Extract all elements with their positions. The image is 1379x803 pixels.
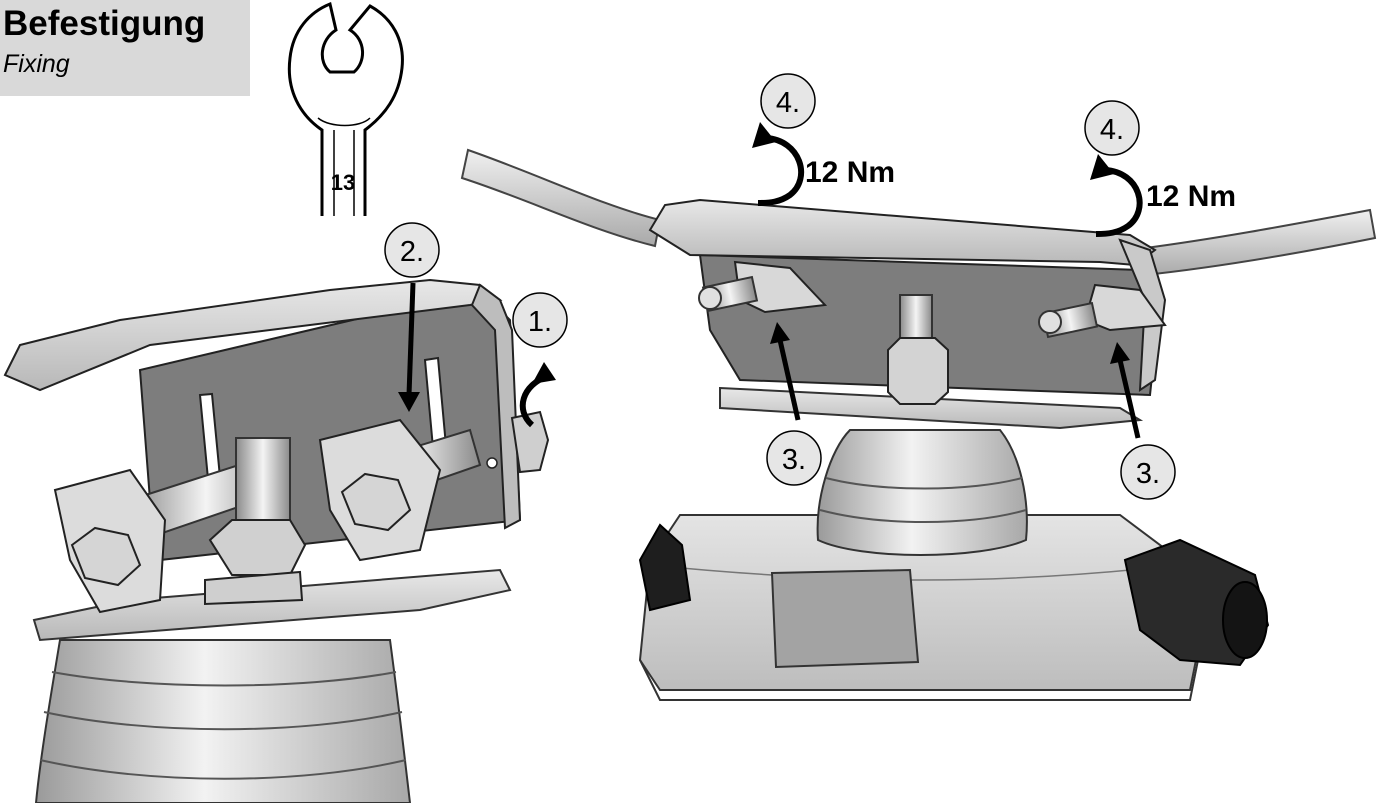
down-arrow-icon (398, 282, 420, 412)
up-arrow-icon (770, 322, 801, 421)
page-title: Befestigung (3, 4, 206, 43)
left-assembly (3, 278, 550, 803)
step-callout-4-left: 4. (760, 73, 816, 129)
step-2-label: 2. (400, 236, 424, 268)
step-callout-4-right: 4. (1084, 100, 1140, 156)
step-3-left-label: 3. (782, 444, 806, 476)
torque-label-left: 12 Nm (805, 156, 895, 189)
page-subtitle: Fixing (3, 50, 70, 78)
step-3-right-label: 3. (1136, 458, 1160, 490)
right-assembly (460, 148, 1377, 701)
step-callout-2: 2. (384, 222, 440, 278)
torque-label-right: 12 Nm (1146, 180, 1236, 213)
step-callout-3-right: 3. (1120, 444, 1176, 500)
step-4-right-label: 4. (1100, 114, 1124, 146)
step-callout-3-left: 3. (766, 430, 822, 486)
step-4-left-label: 4. (776, 87, 800, 119)
torque-arrow-icon (1090, 154, 1143, 237)
torque-arrow-icon (752, 122, 805, 206)
step-callout-1: 1. (512, 292, 568, 348)
header-box: Befestigung Fixing (0, 0, 250, 96)
up-arrow-icon (1110, 342, 1141, 439)
step-1-label: 1. (528, 306, 552, 338)
wrench-size-label: 13 (331, 170, 355, 195)
rotate-arrow-icon (519, 362, 556, 428)
wrench-icon: 13 (287, 1, 404, 216)
